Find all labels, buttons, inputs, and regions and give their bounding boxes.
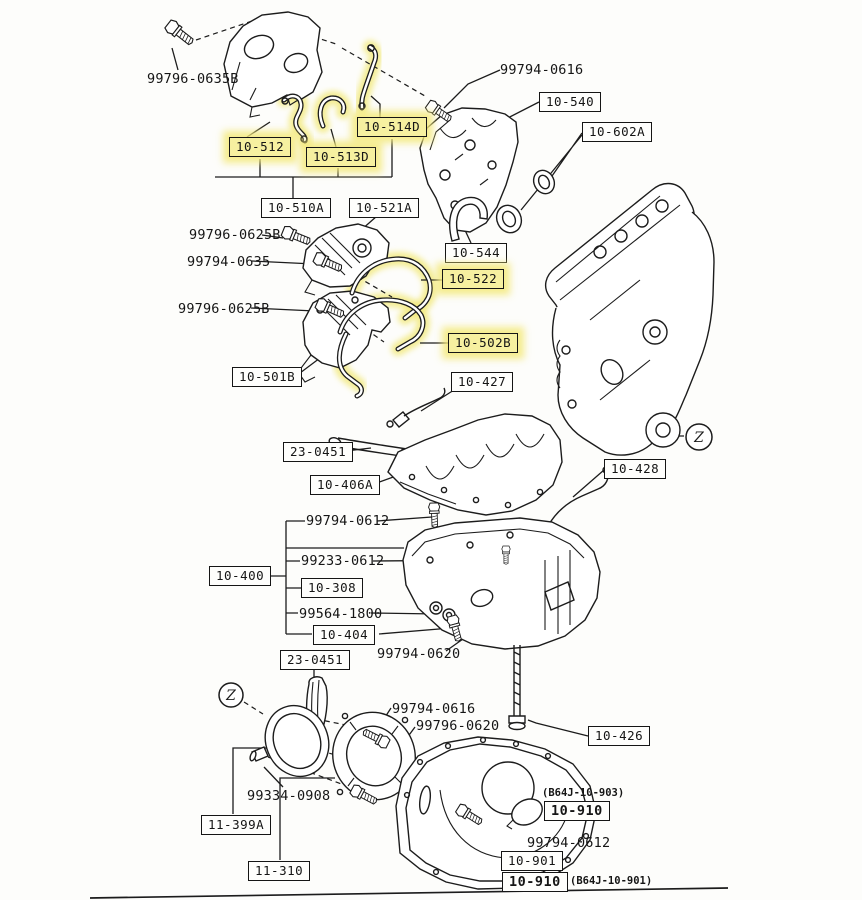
part-label-10-910-top: 10-910 [544,801,610,821]
part-label-10-510A: 10-510A [261,198,332,218]
upper-timing-cover-drawing [223,11,323,118]
part-label-23-0451-upper: 23-0451 [283,442,354,462]
rear-oil-seal-drawing [264,704,330,778]
bracket-10-522-drawing [349,256,433,321]
bracket-10-502B-drawing [336,297,426,399]
part-label-99233-0612: 99233-0612 [301,553,385,569]
part-label-10-544: 10-544 [445,243,508,263]
part-label-99334-0908: 99334-0908 [247,788,331,804]
part-label-10-540: 10-540 [539,92,602,112]
z-marker-letter: Z [225,688,236,704]
part-label-99794-0612-bottom: 99794-0612 [527,835,611,851]
part-label-23-0451-lower: 23-0451 [280,650,351,670]
part-label-10-910-bottom: 10-910 [502,872,568,892]
part-label-99794-0612-mid: 99794-0612 [306,513,390,529]
z-marker-letter: Z [693,430,704,446]
part-label-99796-0625B-1: 99796-0625B [189,227,281,243]
plug-99334-0908-drawing [249,746,269,762]
part-label-10-512: 10-512 [229,137,292,157]
engine-block-drawing [544,182,715,456]
bolt-icon [279,224,313,249]
part-label-10-501B: 10-501B [232,367,303,387]
part-label-99794-0635: 99794-0635 [187,254,271,270]
part-label-10-400: 10-400 [209,566,272,586]
part-label-10-522: 10-522 [442,269,505,289]
part-label-99564-1800: 99564-1800 [299,606,383,622]
part-label-10-426: 10-426 [588,726,651,746]
part-label-10-514D: 10-514D [357,117,428,137]
z-marker-right: Z [685,423,713,451]
part-label-10-513D: 10-513D [306,147,377,167]
part-label-10-427: 10-427 [451,372,514,392]
part-label-10-404: 10-404 [313,625,376,645]
part-label-10-602A: 10-602A [582,122,653,142]
part-label-10-308: 10-308 [301,578,364,598]
part-label-99794-0616-bottom: 99794-0616 [392,701,476,717]
part-label-99796-0620: 99796-0620 [416,718,500,734]
bolt-icon [163,17,197,49]
belt-guide-10-544-drawing [448,196,488,242]
baffle-10-406A-drawing [387,413,563,516]
clip-10-427-drawing [386,387,446,428]
part-label-B64J-10-903: (B64J-10-903) [542,787,625,799]
clip-10-513D-drawing [317,95,347,129]
part-label-99794-0616-top: 99794-0616 [500,62,584,78]
part-label-10-406A: 10-406A [310,475,381,495]
part-label-11-310: 11-310 [248,861,311,881]
blanking-plate-10-910-drawing [506,798,543,830]
z-marker-left: Z [218,682,244,708]
part-label-99796-0635B: 99796-0635B [147,71,239,87]
part-label-11-399A: 11-399A [201,815,272,835]
part-label-10-428: 10-428 [604,459,667,479]
part-label-99794-0620: 99794-0620 [377,646,461,662]
part-label-B64J-10-901: (B64J-10-901) [570,875,653,887]
clip-10-512-drawing [281,93,308,144]
stud-bolt-10-426-drawing [508,645,526,731]
bolt-icon [427,502,441,529]
part-label-10-521A: 10-521A [349,198,420,218]
part-label-99796-0625B-2: 99796-0625B [178,301,270,317]
clip-10-514D-drawing [358,44,379,111]
seal-rings-drawing [495,169,556,234]
part-label-10-502B: 10-502B [448,333,519,353]
part-label-10-901: 10-901 [501,851,564,871]
